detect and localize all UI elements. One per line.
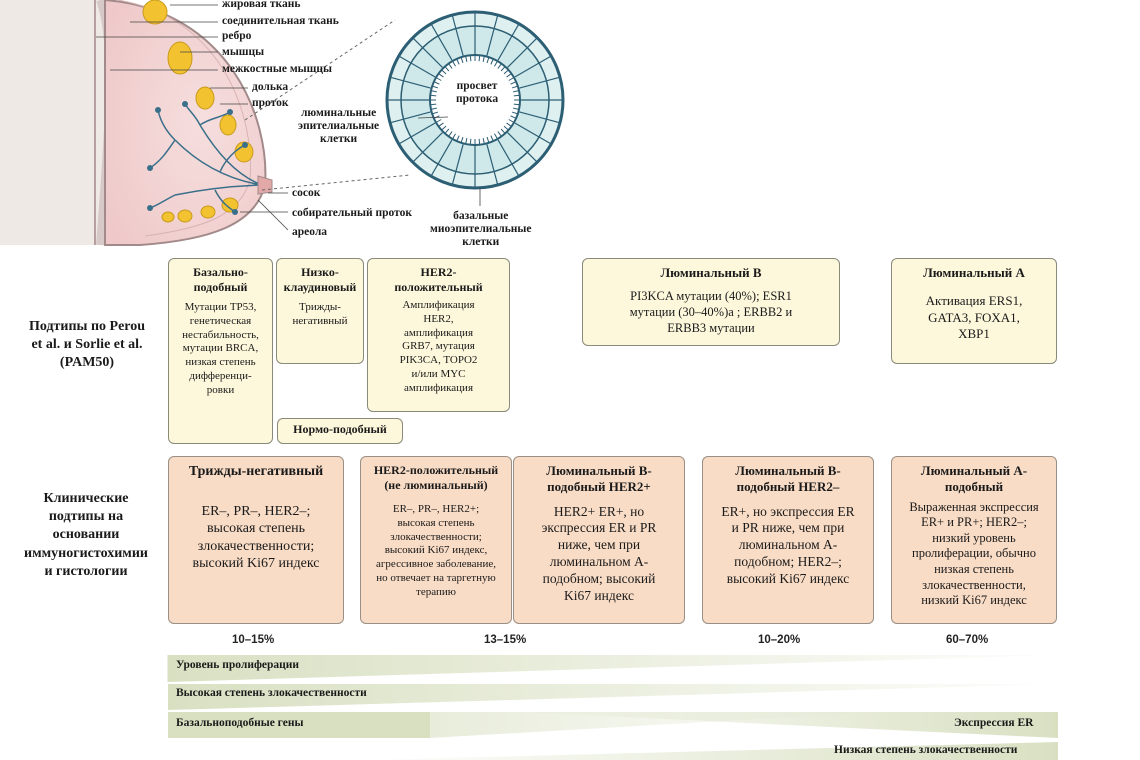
clinical-luma-body: Выраженная экспрессия ER+ и PR+; HER2–; …	[909, 499, 1039, 608]
pam50-her2-box: HER2- положительный Амплификация HER2, а…	[367, 258, 510, 412]
label-lobule: долька	[252, 81, 289, 93]
bar-high-grade	[168, 684, 1058, 710]
label-connective-tissue: соединительная ткань	[222, 15, 339, 27]
clinical-lumb-her2pos-title: Люминальный B- подобный HER2+	[546, 463, 652, 495]
label-areola: ареола	[292, 226, 328, 238]
row-header-clinical: Клинические подтипы на основании иммуног…	[24, 491, 148, 579]
label-muscles: мышцы	[222, 46, 265, 58]
pam50-lumb-body: PI3KCA мутации (40%); ESR1 мутации (30–4…	[629, 289, 793, 335]
clinical-her2-body: ER–, PR–, HER2+; высокая степень злокаче…	[376, 503, 496, 598]
pam50-basal-box: Базально- подобный Мутации TP53, генетич…	[168, 258, 273, 444]
gradient-bars	[167, 655, 1058, 760]
pam50-lumb-title: Люминальный B	[660, 265, 762, 280]
clinical-luma-box: Люминальный A- подобный Выраженная экспр…	[891, 456, 1057, 624]
clinical-lumb-her2pos-body: HER2+ ER+, но экспрессия ER и PR ниже, ч…	[541, 503, 657, 603]
pam50-basal-title: Базально- подобный	[193, 265, 248, 294]
label-er-expression: Экспрессия ER	[954, 717, 1034, 729]
label-collecting-duct: собирательный проток	[292, 207, 412, 219]
bar-basal-genes	[168, 712, 430, 738]
pam50-luma-box: Люминальный A Активация ERS1, GATA3, FOX…	[891, 258, 1057, 364]
label-low-grade: Низкая степень злокачественности	[834, 744, 1018, 756]
pam50-normal-box: Нормо-подобный	[277, 418, 403, 444]
clinical-her2-box: HER2-положительный (не люминальный) ER–,…	[360, 456, 512, 624]
pam50-claudin-box: Низко- клаудиновый Трижды- негативный	[276, 258, 364, 364]
pam50-normal-title: Нормо-подобный	[293, 422, 387, 436]
clinical-lumb-her2neg-title: Люминальный B- подобный HER2–	[735, 463, 841, 495]
percent-luma: 60–70%	[946, 634, 989, 646]
bar-proliferation	[168, 655, 1058, 682]
clinical-tn-body: ER–, PR–, HER2–; высокая степень злокаче…	[192, 503, 320, 572]
bar-er-expression	[520, 712, 1058, 738]
label-duct: проток	[252, 97, 289, 109]
label-rib: ребро	[222, 30, 252, 42]
pam50-her2-title: HER2- положительный	[394, 265, 483, 294]
percent-her2: 13–15%	[484, 634, 527, 646]
label-high-grade: Высокая степень злокачественности	[176, 687, 367, 699]
percent-lumb: 10–20%	[758, 634, 801, 646]
pam50-lumb-box: Люминальный B PI3KCA мутации (40%); ESR1…	[582, 258, 840, 346]
label-basal-cells: базальные миоэпителиальные клетки	[430, 210, 532, 248]
label-basal-genes: Базальноподобные гены	[176, 717, 304, 729]
label-proliferation: Уровень пролиферации	[176, 659, 300, 671]
clinical-lumb-her2neg-body: ER+, но экспрессия ER и PR ниже, чем при…	[721, 503, 855, 587]
label-nipple: сосок	[292, 187, 321, 199]
clinical-luma-title: Люминальный A- подобный	[920, 463, 1028, 495]
clinical-tn-box: Трижды-негативный ER–, PR–, HER2–; высок…	[168, 456, 344, 624]
label-lumen: просвет протока	[456, 80, 499, 105]
bar-low-grade	[370, 742, 1058, 760]
pam50-claudin-title: Низко- клаудиновый	[283, 265, 357, 294]
label-luminal-cells: люминальные эпителиальные клетки	[298, 107, 380, 145]
pam50-claudin-body: Трижды- негативный	[292, 301, 348, 327]
pam50-luma-body: Активация ERS1, GATA3, FOXA1, XBP1	[925, 293, 1023, 341]
clinical-her2-title: HER2-положительный (не люминальный)	[373, 463, 499, 492]
pam50-luma-title: Люминальный A	[923, 265, 1025, 280]
percent-tn: 10–15%	[232, 634, 275, 646]
clinical-tn-title: Трижды-негативный	[188, 464, 324, 479]
clinical-lumb-her2neg-box: Люминальный B- подобный HER2– ER+, но эк…	[702, 456, 874, 624]
label-fat-tissue: жировая ткань	[222, 0, 301, 10]
row-header-pam50: Подтипы по Perou et al. и Sorlie et al. …	[28, 319, 146, 371]
pam50-her2-body: Амплификация HER2, амплификация GRB7, му…	[399, 299, 478, 394]
pam50-basal-body: Мутации TP53, генетическая нестабильност…	[182, 301, 259, 396]
breast-anatomy-illustration	[0, 0, 565, 246]
label-intercostal-muscles: межкостные мышцы	[222, 63, 332, 75]
clinical-lumb-her2pos-box: Люминальный B- подобный HER2+ HER2+ ER+,…	[513, 456, 685, 624]
